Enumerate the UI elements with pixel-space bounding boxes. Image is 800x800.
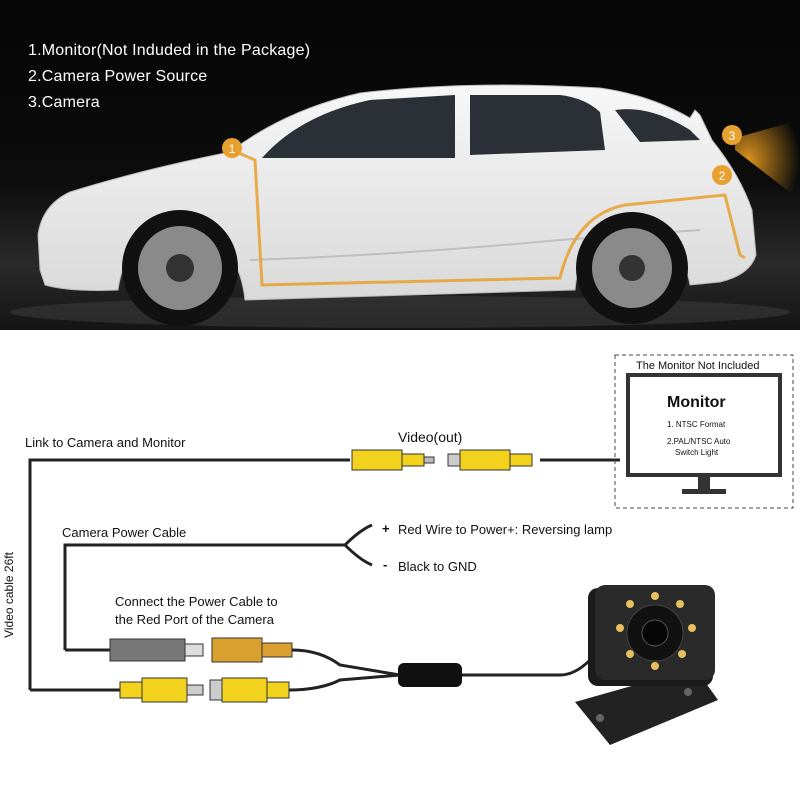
legend-item-power-source: 2.Camera Power Source: [28, 68, 208, 85]
power-port-orange: [211, 637, 293, 663]
monitor-not-included-header: The Monitor Not Included: [636, 360, 760, 372]
video-cable-length-label: Video cable 26ft: [1, 552, 16, 638]
front-wheel: [122, 210, 238, 326]
car-illustration: 1 2 3: [10, 84, 800, 328]
video-cable-wire: [28, 458, 620, 692]
monitor-screen: [626, 373, 782, 477]
monitor-spec-pal-ntsc: 2.PAL/NTSC Auto: [667, 437, 731, 446]
rca-female-connector-bottom: [209, 677, 290, 703]
car-windows: [262, 95, 700, 158]
camera-light-beam: [735, 120, 800, 200]
cable-junction-block: [398, 663, 462, 687]
rear-wheel: [576, 212, 688, 324]
connect-instruction-line2: the Red Port of the Camera: [115, 612, 274, 627]
monitor-title: Monitor: [667, 394, 726, 411]
marker-2: 2: [712, 165, 732, 185]
wiring-route-on-car: [231, 148, 746, 287]
wiring-graphics: [28, 354, 794, 745]
monitor-spec-ntsc: 1. NTSC Format: [667, 420, 726, 429]
monitor-spec-switch: Switch Light: [675, 448, 719, 457]
rca-male-connector-bottom: [119, 677, 204, 703]
black-wire-label: Black to GND: [398, 559, 477, 574]
power-cable-wire: [63, 523, 373, 650]
link-camera-monitor-label: Link to Camera and Monitor: [25, 435, 186, 450]
monitor-stand: [682, 489, 726, 494]
svg-text:3: 3: [729, 129, 736, 143]
svg-text:1: 1: [229, 142, 236, 156]
black-wire-sign: -: [383, 557, 388, 572]
car-photo-panel: 1.Monitor(Not Induded in the Package) 2.…: [0, 0, 800, 330]
marker-1: 1: [222, 138, 242, 158]
marker-3: 3: [722, 125, 742, 145]
legend-item-monitor: 1.Monitor(Not Induded in the Package): [28, 42, 311, 59]
camera-unit: [575, 585, 718, 745]
monitor-not-included-box: [614, 354, 794, 509]
camera-power-cable-label: Camera Power Cable: [62, 525, 187, 540]
red-wire-sign: +: [382, 521, 390, 536]
video-out-label: Video(out): [398, 429, 463, 445]
svg-text:2: 2: [719, 169, 726, 183]
legend-item-camera: 3.Camera: [28, 94, 100, 111]
wiring-diagram: Link to Camera and Monitor Video(out) Ca…: [0, 330, 800, 800]
red-wire-label: Red Wire to Power+: Reversing lamp: [398, 522, 613, 537]
rca-male-connector-top: [351, 449, 435, 471]
rca-female-connector-top: [447, 449, 533, 471]
connect-instruction-line1: Connect the Power Cable to: [115, 594, 278, 609]
power-plug-gray: [109, 638, 204, 662]
